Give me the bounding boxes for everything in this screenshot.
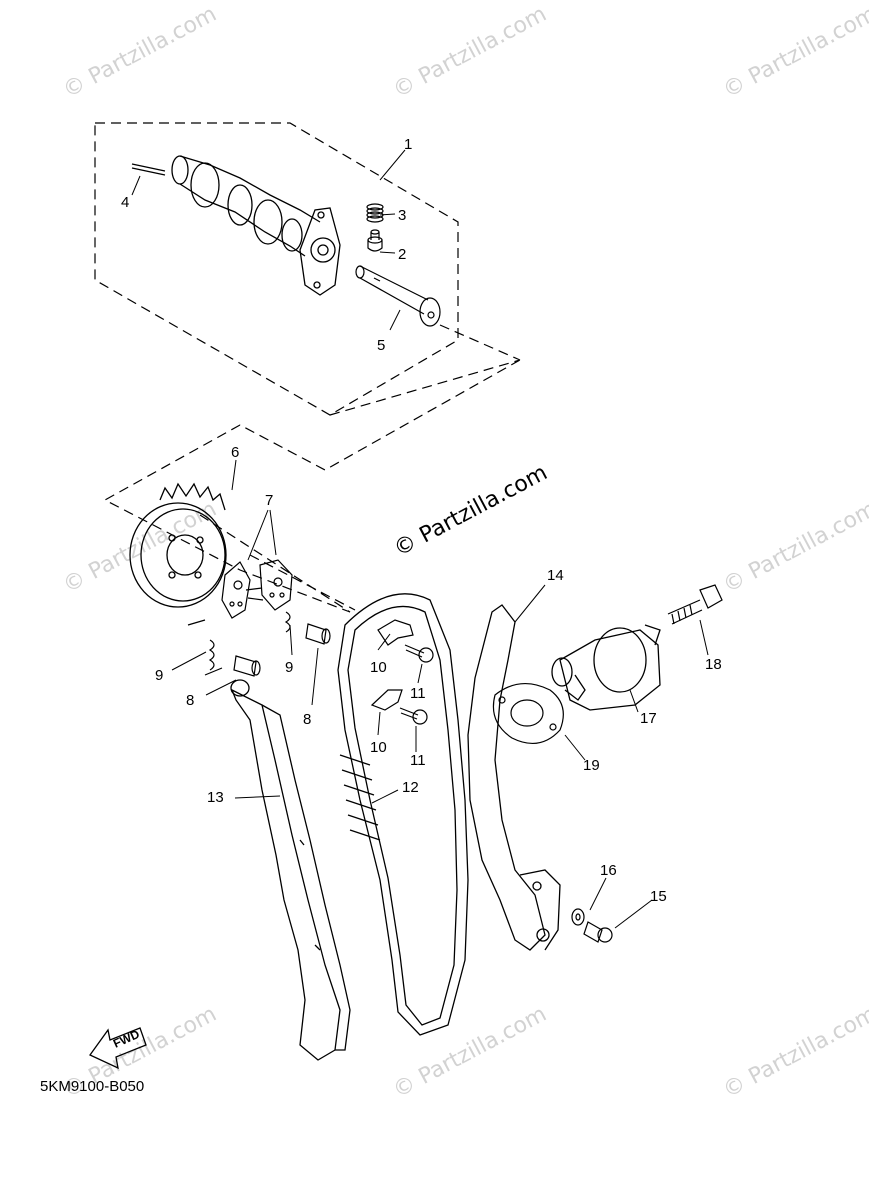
decompression-plates — [221, 559, 293, 619]
assembly-outline-upper — [94, 122, 459, 416]
callout-11[interactable]: 11 — [410, 685, 426, 702]
tensioner-bolt — [667, 584, 723, 625]
cam-sprocket — [129, 482, 227, 608]
callout-9[interactable]: 9 — [155, 667, 164, 684]
guide-stoppers — [370, 619, 414, 711]
washer-bolt — [571, 908, 613, 943]
callout-8[interactable]: 8 — [303, 711, 312, 728]
callout-10[interactable]: 10 — [370, 739, 387, 756]
drawing-code: 5KM9100-B050 — [40, 1078, 145, 1095]
callout-12[interactable]: 12 — [402, 779, 419, 796]
callout-19[interactable]: 19 — [583, 757, 600, 774]
cam-chain — [337, 593, 469, 1036]
bolts-11 — [399, 644, 434, 725]
camshaft — [131, 155, 341, 296]
callout-4[interactable]: 4 — [121, 194, 130, 211]
callout-13[interactable]: 13 — [207, 789, 224, 806]
callout-15[interactable]: 15 — [650, 888, 667, 905]
assembly-outline-sprocket — [199, 514, 356, 613]
callout-6[interactable]: 6 — [231, 444, 240, 461]
leader-lines — [131, 149, 709, 929]
callout-3[interactable]: 3 — [398, 207, 407, 224]
callout-1[interactable]: 1 — [404, 136, 413, 153]
callout-18[interactable]: 18 — [705, 656, 722, 673]
callout-8[interactable]: 8 — [186, 692, 195, 709]
callout-17[interactable]: 17 — [640, 710, 657, 727]
callout-5[interactable]: 5 — [377, 337, 386, 354]
chain-guide-front — [230, 679, 351, 1061]
pin — [367, 229, 383, 252]
gasket — [492, 683, 564, 745]
bolts-8 — [233, 623, 331, 677]
fwd-arrow — [89, 1027, 147, 1070]
callout-10[interactable]: 10 — [370, 659, 387, 676]
small-springs — [187, 611, 291, 676]
callout-7[interactable]: 7 — [265, 492, 274, 509]
assembly-outline-lower — [103, 324, 521, 613]
callout-9[interactable]: 9 — [285, 659, 294, 676]
spring — [366, 203, 384, 223]
callout-14[interactable]: 14 — [547, 567, 564, 584]
chain-guide-rear — [467, 604, 561, 951]
callout-11[interactable]: 11 — [410, 752, 426, 769]
shaft — [355, 265, 441, 327]
chain-tensioner — [551, 624, 661, 711]
callout-16[interactable]: 16 — [600, 862, 617, 879]
callout-2[interactable]: 2 — [398, 246, 407, 263]
